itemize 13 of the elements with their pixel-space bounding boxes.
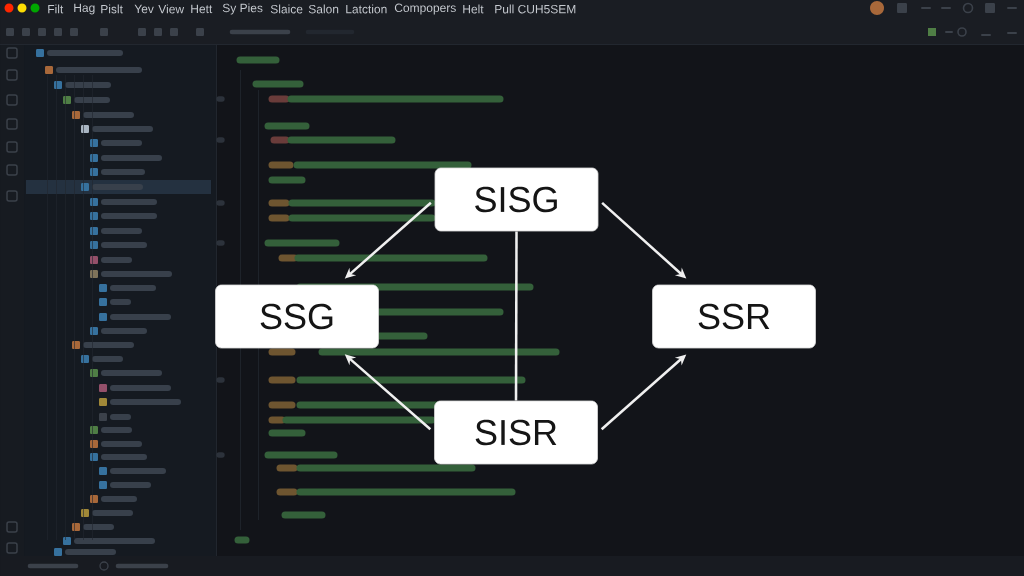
menu-item: Slaice xyxy=(270,4,303,14)
menu-item: Hag xyxy=(74,3,95,15)
menu-item: Salon xyxy=(308,4,339,14)
menu-item: Yev xyxy=(134,4,154,14)
menu-item: Helt xyxy=(463,4,484,14)
menu-item: Hett xyxy=(191,4,213,14)
menu-item: Pislt xyxy=(101,4,123,14)
menu-item: Pull CUH5SEM xyxy=(495,4,576,14)
menu-item: Compopers xyxy=(394,3,456,15)
menu-item: Sy Pies xyxy=(222,3,263,15)
menu-item: Filt xyxy=(48,4,64,14)
menu-item: Latction xyxy=(346,4,387,14)
menu-item: View xyxy=(158,4,185,14)
